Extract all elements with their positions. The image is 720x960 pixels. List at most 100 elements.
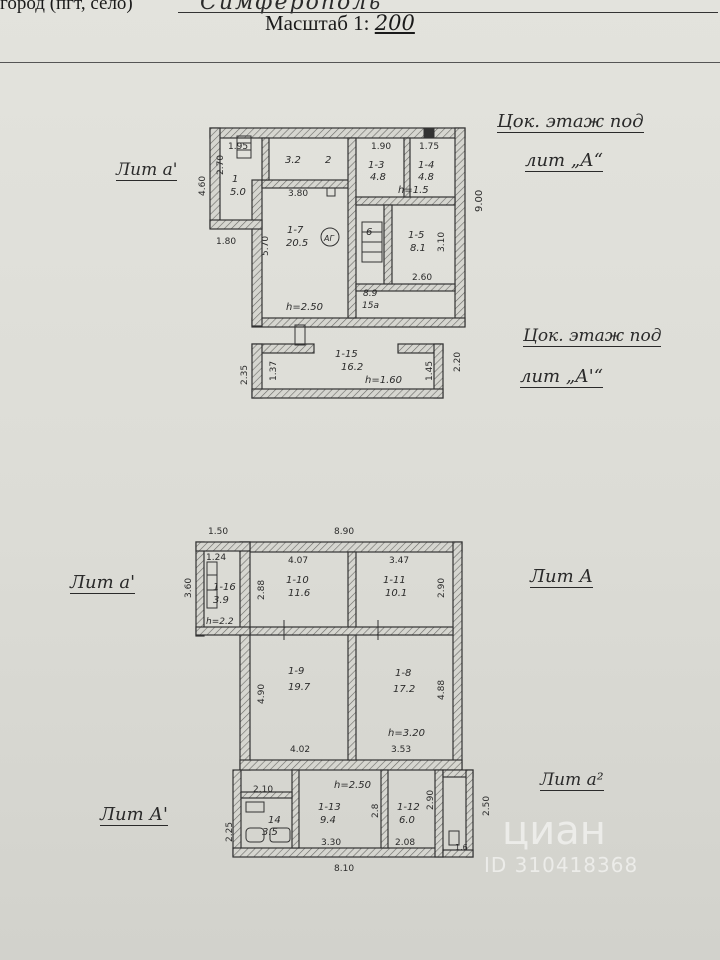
ground-plan bbox=[195, 541, 474, 858]
dim-3-53: 3.53 bbox=[391, 745, 411, 755]
label-lit-a-basement-left: Лит а' bbox=[116, 160, 178, 181]
room-1-16-area: 3.9 bbox=[213, 595, 229, 606]
city-label: город (пгт, село) bbox=[0, 0, 133, 14]
ground-wall-top bbox=[239, 541, 463, 553]
room-1-4-no: 1-4 bbox=[418, 160, 434, 171]
dim-2-88: 2.88 bbox=[257, 580, 267, 600]
label-basement-lit-a1-line2: лит „А'“ bbox=[520, 366, 603, 388]
dim-1-6: 1.6 bbox=[455, 843, 468, 852]
basement-partition-6 bbox=[403, 137, 411, 198]
gl-partition-2 bbox=[380, 769, 389, 849]
room-3-2-mark: 3.2 bbox=[285, 155, 301, 166]
dim-2-20: 2.20 bbox=[453, 352, 463, 372]
ground-wall-bottom bbox=[239, 759, 463, 771]
h-small-mark: h=2.2 bbox=[206, 617, 234, 627]
ga-wall-top bbox=[195, 541, 251, 552]
dim-2-10: 2.10 bbox=[253, 785, 273, 795]
ga-wall-left bbox=[195, 541, 205, 637]
basement-partition-3 bbox=[355, 196, 456, 206]
scale-line: Масштаб 1: 200 bbox=[265, 11, 415, 36]
room-1-7-no: 1-7 bbox=[287, 225, 304, 236]
ground-partition-vert bbox=[347, 551, 357, 761]
dim-3-47: 3.47 bbox=[389, 556, 409, 566]
label-basement-lit-a1-line1: Цок. этаж под bbox=[523, 326, 662, 347]
ga-wall-bottom bbox=[195, 626, 251, 636]
label-lit-a2-right: Лит а² bbox=[540, 770, 604, 791]
header-separator bbox=[0, 62, 720, 63]
basement-details bbox=[236, 127, 435, 346]
room-1-11-no: 1-11 bbox=[383, 575, 406, 586]
dim-4-88: 4.88 bbox=[437, 680, 447, 700]
dim-1-50: 1.50 bbox=[208, 527, 228, 537]
gl-wall-left bbox=[232, 769, 242, 857]
scale-value: 200 bbox=[374, 11, 415, 35]
dim-3-10: 3.10 bbox=[437, 232, 447, 252]
dim-9-00: 9.00 bbox=[474, 190, 485, 212]
room-1-15-no: 1-15 bbox=[335, 349, 358, 360]
basement-plan bbox=[209, 127, 466, 399]
room-1-10-area: 11.6 bbox=[288, 588, 310, 599]
gl-partition-1 bbox=[291, 769, 300, 849]
dim-1-37: 1.37 bbox=[269, 361, 279, 381]
stair-mark: АГ bbox=[323, 234, 334, 243]
h-basement-main: h=2.50 bbox=[286, 302, 323, 313]
room-1-4-area: 4.8 bbox=[418, 172, 434, 183]
room-1-3-area: 4.8 bbox=[370, 172, 386, 183]
dim-2-8: 2.8 bbox=[371, 803, 381, 818]
room-1-12-no: 1-12 bbox=[397, 802, 420, 813]
h-ground-main: h=3.20 bbox=[388, 728, 425, 739]
ground-details bbox=[206, 561, 460, 846]
dim-1-45: 1.45 bbox=[425, 361, 435, 381]
gl-wall-right bbox=[434, 769, 444, 858]
room-15a-no: 15а bbox=[362, 301, 379, 311]
dim-2-60: 2.60 bbox=[412, 273, 432, 283]
room-15a-area: 8.9 bbox=[363, 289, 378, 299]
dim-2-90: 2.90 bbox=[437, 578, 447, 598]
dim-2-08: 2.08 bbox=[395, 838, 415, 848]
room-1-8-area: 17.2 bbox=[393, 684, 415, 695]
dim-3-30: 3.30 bbox=[321, 838, 341, 848]
dim-4-90: 4.90 bbox=[257, 684, 267, 704]
basement-partition-1 bbox=[261, 179, 353, 189]
dim-3-80: 3.80 bbox=[288, 189, 308, 199]
room-1-12-area: 6.0 bbox=[399, 815, 415, 826]
dim-1-95: 1.95 bbox=[228, 142, 248, 152]
basement-partition-7 bbox=[261, 137, 270, 181]
room-1-9-no: 1-9 bbox=[288, 666, 304, 677]
basement-partition-5 bbox=[355, 283, 456, 292]
room-1-11-area: 10.1 bbox=[385, 588, 407, 599]
ground-partition-horz bbox=[249, 626, 454, 636]
room-1-5-no: 1-5 bbox=[408, 230, 424, 241]
dim-2-25: 2.25 bbox=[225, 822, 235, 842]
dim-4-60: 4.60 bbox=[198, 176, 208, 196]
room-14-area: 3.5 bbox=[262, 827, 278, 838]
room-2-mark: 2 bbox=[325, 155, 331, 166]
dim-2-70: 2.70 bbox=[216, 155, 226, 175]
room-1-no: 1 bbox=[232, 174, 238, 185]
label-lit-A1-lower-left: Лит А' bbox=[100, 804, 168, 826]
watermark-brand: циан bbox=[502, 808, 606, 854]
label-lit-a-ground-left: Лит а' bbox=[70, 572, 136, 594]
room-1-7-area: 20.5 bbox=[286, 238, 308, 249]
dim-1-90: 1.90 bbox=[371, 142, 391, 152]
label-basement-lit-a-line1: Цок. этаж под bbox=[497, 111, 644, 133]
ground-wall-left bbox=[239, 541, 251, 771]
room-6-mark: 6 bbox=[366, 227, 372, 238]
dim-2-90b: 2.90 bbox=[426, 790, 436, 810]
h-1-15: h=1.60 bbox=[365, 375, 402, 386]
dim-2-35: 2.35 bbox=[240, 365, 250, 385]
room-1-8-no: 1-8 bbox=[395, 668, 411, 679]
room-1-10-no: 1-10 bbox=[286, 575, 309, 586]
h-ground-ext: h=2.50 bbox=[334, 780, 371, 791]
dim-1-75: 1.75 bbox=[419, 142, 439, 152]
basement-wall-left-ext bbox=[209, 127, 221, 229]
room-1-5-area: 8.1 bbox=[410, 243, 426, 254]
basement-partition-2 bbox=[347, 137, 357, 319]
room-1-3-no: 1-3 bbox=[368, 160, 384, 171]
basement-wall-bottom bbox=[251, 317, 466, 328]
dim-3-60: 3.60 bbox=[184, 578, 194, 598]
room-1-16-no: 1-16 bbox=[213, 582, 236, 593]
lower-wall-bottom bbox=[251, 388, 444, 399]
room-1-9-area: 19.7 bbox=[288, 682, 311, 693]
